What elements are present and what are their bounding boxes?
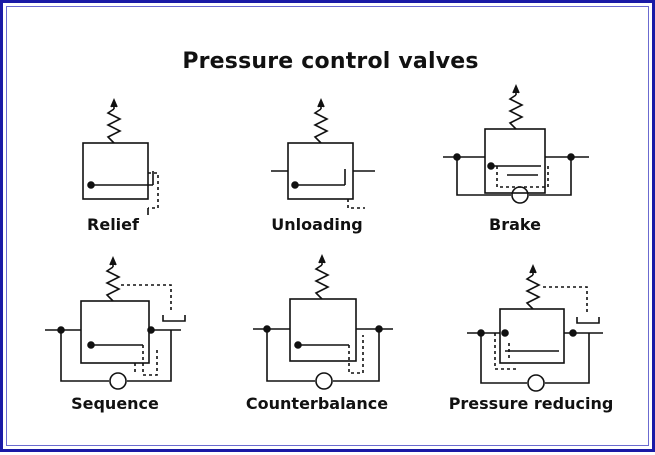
junction-dot-icon [569,329,577,337]
relief-symbol [82,97,159,215]
check-valve-icon [109,372,127,390]
unloading-symbol [271,97,375,209]
relief-label: Relief [87,215,139,234]
spring-icon [106,108,122,144]
junction-dot-icon [147,326,155,334]
check-valve-icon [315,372,333,390]
valve-symbols [45,83,603,392]
spring-icon [314,264,330,300]
junction-dot-icon [87,181,95,189]
unloading-envelope [287,142,354,200]
spring-icon [105,266,121,302]
counterbalance-envelope [289,298,357,362]
diagram-title: Pressure control valves [182,49,479,74]
counterbalance-symbol [253,253,393,390]
unloading-label: Unloading [271,215,363,234]
brake-envelope [484,128,546,194]
check-valve-icon [511,186,529,204]
sequence-label: Sequence [71,394,159,413]
junction-dot-icon [291,181,299,189]
pressure-reducing-envelope [499,308,565,364]
pressure-reducing-symbol [467,263,603,392]
sequence-envelope [80,300,150,364]
spring-icon [525,274,541,310]
relief-envelope [82,142,149,200]
spring-icon [313,108,329,144]
brake-symbol [443,83,589,204]
check-valve-icon [527,374,545,392]
brake-label: Brake [489,215,541,234]
sequence-symbol [45,255,186,390]
spring-icon [508,94,524,130]
counterbalance-label: Counterbalance [245,394,389,413]
pressure-reducing-label: Pressure reducing [448,394,614,413]
